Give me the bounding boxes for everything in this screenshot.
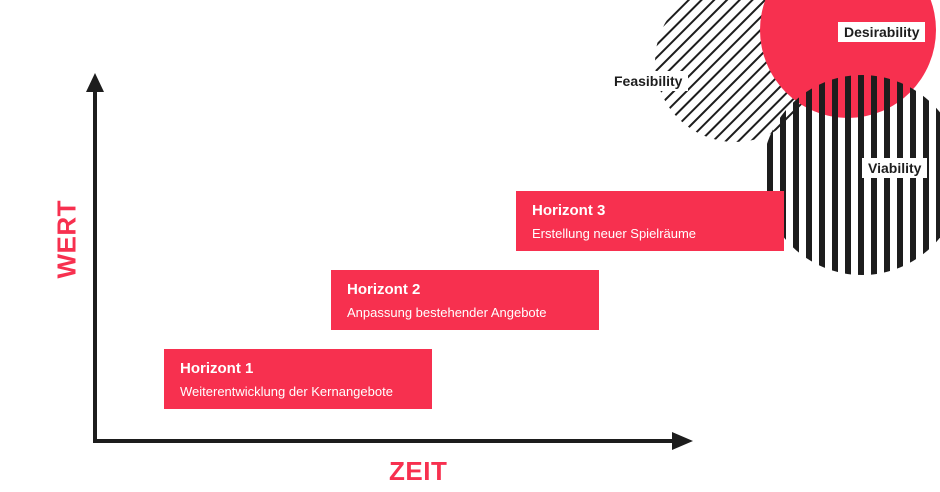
x-axis-label: ZEIT: [389, 456, 448, 486]
horizon-3-box: Horizont 3 Erstellung neuer Spielräume: [516, 191, 784, 251]
viability-circle: [762, 75, 940, 275]
y-axis-label: WERT: [51, 199, 82, 279]
y-axis-arrow-icon: [86, 73, 104, 92]
feasibility-label: Feasibility: [608, 71, 689, 91]
horizon-2-box: Horizont 2 Anpassung bestehender Angebot…: [331, 270, 599, 330]
horizon-3-description: Erstellung neuer Spielräume: [532, 226, 697, 241]
horizon-1-description: Weiterentwicklung der Kernangebote: [180, 384, 393, 399]
horizon-1-title: Horizont 1: [180, 360, 254, 377]
horizon-2-description: Anpassung bestehender Angebote: [347, 305, 547, 320]
horizon-2-title: Horizont 2: [347, 281, 421, 298]
viability-label: Viability: [862, 158, 928, 178]
horizon-1-box: Horizont 1 Weiterentwicklung der Kernang…: [164, 349, 432, 409]
desirability-label: Desirability: [838, 22, 926, 42]
x-axis-arrow-icon: [672, 432, 693, 450]
horizon-3-title: Horizont 3: [532, 202, 606, 219]
